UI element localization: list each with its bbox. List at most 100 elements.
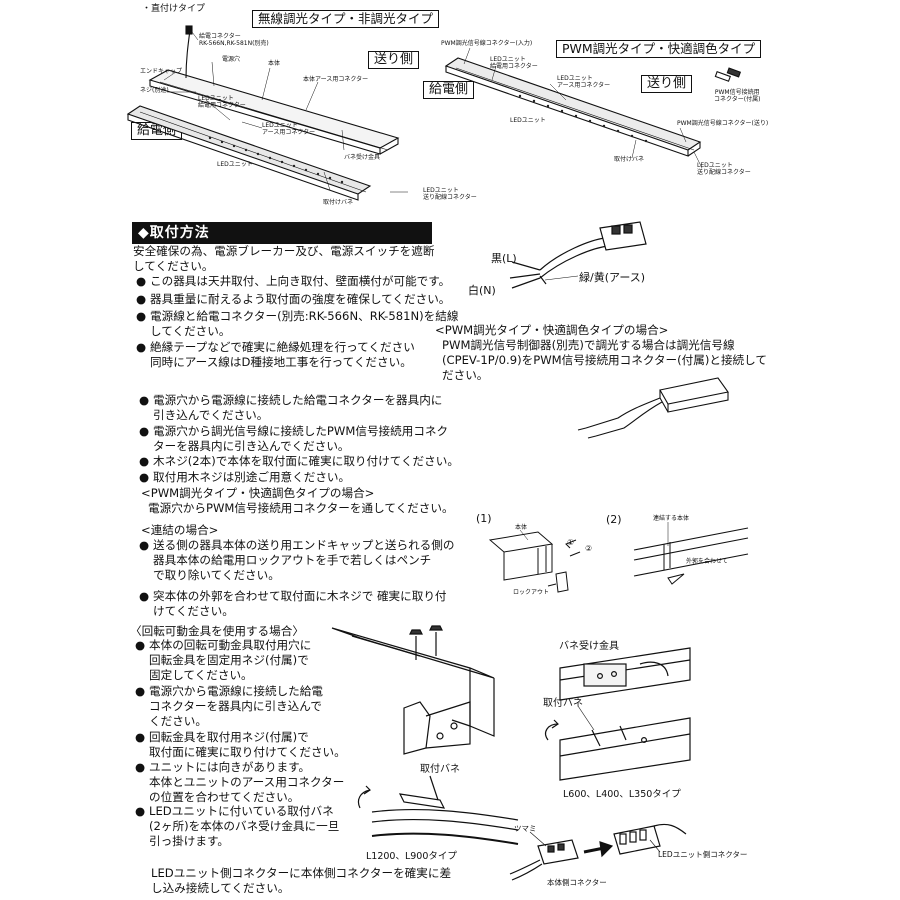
- connect-bullet-0b: 器具本体の給電用ロックアウトを手で若しくはペンチ: [153, 553, 432, 567]
- bullet-dot: ●: [135, 760, 146, 774]
- connect-bullet-0a: 送る側の器具本体の送り用エンドキャップと送られる側の: [153, 538, 455, 552]
- screw-label: ネジ(別途): [140, 87, 169, 94]
- body-label: 本体: [268, 60, 281, 67]
- wireless-type-title: 無線調光タイプ・非調光タイプ: [252, 10, 440, 28]
- rotate-bullet-0c: 固定してください。: [149, 668, 253, 682]
- led-unit-earth-label: LEDユニット アース用コネクター: [262, 122, 316, 136]
- install-header-bar: ◆取付方法: [132, 222, 432, 244]
- rotate-bullet-1a: 電源穴から電源線に接続した給電: [149, 684, 323, 698]
- spring-holder-label-small: バネ受け金具: [559, 641, 619, 652]
- fig-circle-2: ②: [585, 544, 593, 553]
- connect-bullet-1a: 突本体の外郭を合わせて取付面に木ネジで 確実に取り付: [153, 589, 447, 603]
- spring-holder-label-left: バネ受け金具: [344, 154, 381, 161]
- wire-black-label: 黒(L): [491, 252, 517, 265]
- send-side-label-right: 送り側: [641, 75, 693, 94]
- unit-bullet-1c: 引っ掛けます。: [149, 834, 229, 848]
- bullet1-2a: 電源線と給電コネクター(別売:RK-566N、RK-581N)を結線: [150, 309, 459, 323]
- pwm-case-line-2: (CPEV-1P/0.9)をPWM信号接続用コネクター(付属)と接続して: [442, 353, 767, 367]
- bullet-dot: ●: [135, 638, 146, 652]
- bullet-dot: ●: [136, 274, 147, 288]
- body-side-connector-label: 本体側コネクター: [547, 878, 607, 887]
- bullet-dot: ●: [135, 804, 146, 818]
- rotate-case-title: 〈回転可動金具を使用する場合〉: [130, 624, 304, 638]
- fig-body-label: 本体: [515, 524, 528, 531]
- bullet-dot: ●: [139, 470, 150, 484]
- bullet1-2b: してください。: [150, 324, 231, 338]
- led-feed-label-right: LEDユニット 給電用コネクター: [490, 56, 538, 70]
- unit-bullet-0b: 本体とユニットのアース用コネクター: [149, 775, 345, 789]
- bullet-dot: ●: [135, 684, 146, 698]
- led-side-connector-label: LEDユニット側コネクター: [658, 850, 748, 859]
- final-line-1: LEDユニット側コネクターに本体側コネクターを確実に差: [151, 866, 452, 880]
- wire-white-label: 白(N): [468, 284, 496, 297]
- bullet2-0b: 引き込んでください。: [153, 408, 269, 422]
- bullet-dot: ●: [139, 393, 150, 407]
- wire-green-label: 緑/黄(アース): [579, 271, 646, 284]
- mount-type-label: ・直付けタイプ: [142, 4, 206, 14]
- fig-connected-body-label: 連結する本体: [653, 515, 690, 522]
- bullet1-0: この器具は天井取付、上向き取付、壁面横付が可能です。: [150, 274, 451, 288]
- bullet-dot: ●: [135, 730, 146, 744]
- fig-match-outer-label: 外郭を合わせて: [686, 558, 729, 565]
- final-line-2: し込み接続してください。: [151, 881, 290, 895]
- fig-step-1: (1): [476, 512, 492, 525]
- unit-bullet-1a: LEDユニットに付いている取付バネ: [149, 804, 334, 818]
- bullet2-0a: 電源穴から電源線に接続した給電コネクターを器具内に: [153, 393, 443, 407]
- power-hole-label: 電源穴: [222, 56, 241, 63]
- pwm-type-title: PWM調光タイプ・快適調色タイプ: [556, 40, 762, 58]
- led-unit-feed-label: LEDユニット 給電用コネクター: [198, 95, 246, 109]
- bullet1-3b: 同時にアース線はD種接地工事を行ってください。: [150, 355, 412, 369]
- feed-connector-label: 給電コネクター: [199, 33, 241, 40]
- bullet-dot: ●: [139, 589, 150, 603]
- rotate-bullet-2b: 取付面に確実に取り付けてください。: [149, 745, 346, 759]
- unit-bullet-0c: の位置を合わせてください。: [149, 790, 300, 804]
- intro-line-1: 安全確保の為、電源ブレーカー及び、電源スイッチを遮断: [133, 244, 435, 258]
- fig-step-2: (2): [606, 513, 622, 526]
- rotate-bullet-1c: ください。: [149, 714, 207, 728]
- pwm-output-label: PWM調光信号線コネクター(送り): [677, 120, 769, 127]
- bullet2-3: 取付用木ネジは別途ご用意ください。: [153, 470, 351, 484]
- connect-bullet-1b: けてください。: [153, 604, 234, 618]
- led-send-label-right: LEDユニット 送り配線コネクター: [697, 162, 751, 176]
- bullet2-2: 木ネジ(2本)で本体を取付面に確実に取り付けてください。: [153, 454, 459, 468]
- bullet2-1b: ターを器具内に引き込んでください。: [153, 439, 350, 453]
- intro-line-2: してください。: [133, 259, 214, 273]
- unit-bullet-1b: (2ヶ所)を本体のバネ受け金具に一旦: [149, 819, 340, 833]
- rk-note-label: RK-566N,RK-581N(別売): [199, 40, 269, 47]
- small-types-label: L600、L400、L350タイプ: [563, 789, 681, 800]
- connect-bullet-0c: で取り除いてください。: [153, 568, 280, 582]
- connect-case-title: <連結の場合>: [141, 523, 219, 537]
- bullet-dot: ●: [136, 340, 147, 354]
- pwm-case2-title: <PWM調光タイプ・快適調色タイプの場合>: [141, 486, 375, 500]
- fig-circle-1: ①: [567, 538, 575, 547]
- rotate-bullet-1b: コネクターを器具内に引き込んで: [149, 699, 322, 713]
- install-header: ◆取付方法: [138, 225, 210, 241]
- bullet-dot: ●: [136, 292, 147, 306]
- bullet-dot: ●: [136, 309, 147, 323]
- unit-bullet-0a: ユニットには向きがあります。: [149, 760, 311, 774]
- rotate-bullet-0a: 本体の回転可動金具取付用穴に: [149, 638, 312, 652]
- pwm-case-line-1: PWM調光信号制御器(別売)で調光する場合は調光信号線: [442, 338, 735, 352]
- bullet2-1a: 電源穴から調光信号線に接続したPWM信号接続用コネク: [153, 424, 449, 438]
- bullet1-3a: 絶縁テープなどで確実に絶縁処理を行ってください: [150, 340, 415, 354]
- large-types-label: L1200、L900タイプ: [366, 851, 457, 862]
- mount-spring-label-left: 取付けバネ: [323, 199, 354, 206]
- pwm-case-line-3: ださい。: [442, 368, 489, 382]
- mount-spring-label-small: 取付バネ: [543, 698, 583, 709]
- led-unit-send-label: LEDユニット 送り配線コネクター: [423, 187, 477, 201]
- knob-label: ツマミ: [514, 824, 537, 833]
- feed-side-label-left: 給電側: [131, 122, 183, 141]
- bullet-dot: ●: [139, 538, 150, 552]
- mount-spring-label-large: 取付バネ: [420, 764, 460, 775]
- led-unit-label-left: LEDユニット: [217, 161, 253, 168]
- led-unit-label-right: LEDユニット: [510, 117, 546, 124]
- fig-lockout-label: ロックアウト: [513, 589, 550, 596]
- bullet-dot: ●: [139, 454, 150, 468]
- pwm-input-label: PWM調光信号線コネクター(入力): [441, 40, 533, 47]
- rotate-bullet-0b: 回転金具を固定用ネジ(付属)で: [149, 653, 309, 667]
- end-cap-label: エンドキャップ: [140, 68, 183, 75]
- led-earth-label-right: LEDユニット アース用コネクター: [557, 75, 611, 89]
- body-earth-label: 本体アース用コネクター: [303, 76, 369, 83]
- feed-side-label-right: 給電側: [423, 81, 475, 100]
- pwm-connector-accessory-label: PWM信号接続用 コネクター(付属): [714, 89, 761, 103]
